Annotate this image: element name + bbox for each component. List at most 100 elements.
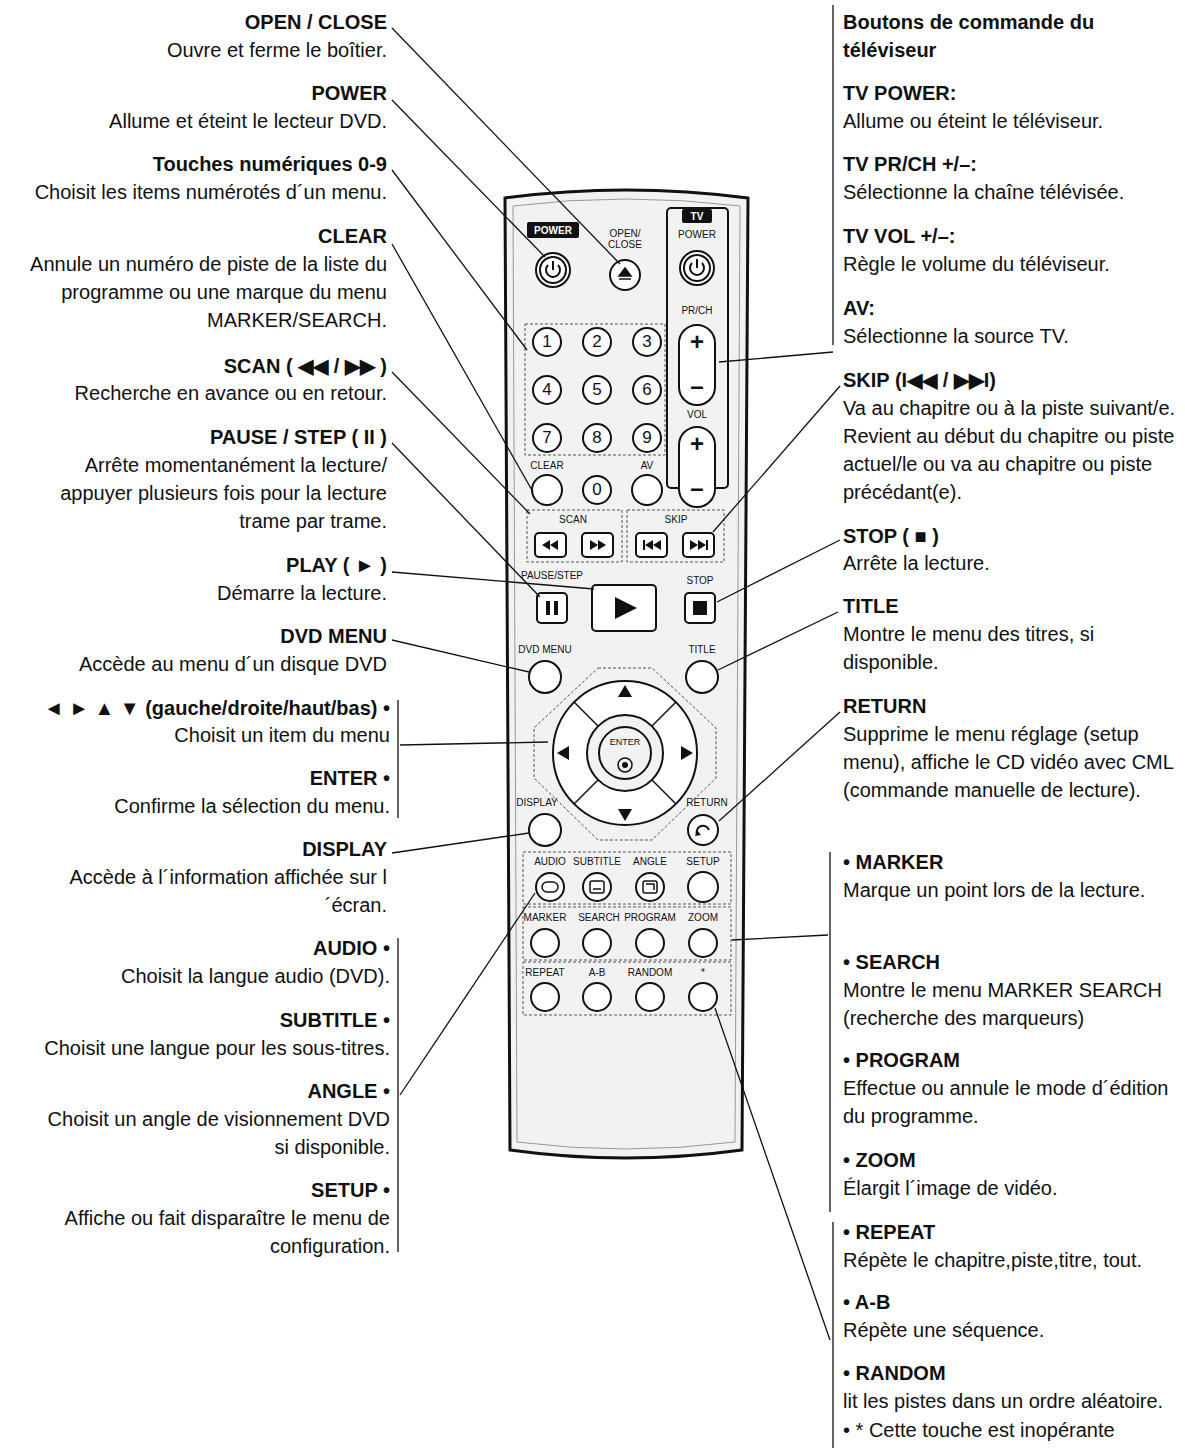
number-button: 0 xyxy=(582,475,612,505)
button-name: SUBTITLE • xyxy=(10,1006,390,1034)
button-label: PR/CH xyxy=(667,305,727,316)
button-description: Choisit un angle de visionnement DVD si … xyxy=(28,1105,390,1161)
button-description: Va au chapitre ou à la piste suivant/e. … xyxy=(843,394,1179,506)
return-arrow xyxy=(695,830,701,836)
button-text: + xyxy=(690,330,704,354)
button-name: POWER xyxy=(7,79,387,107)
button-description: Allume ou éteint le téléviseur. xyxy=(843,107,1183,135)
button-label: MARKER xyxy=(521,912,569,923)
button-description: Règle le volume du téléviseur. xyxy=(843,250,1183,278)
button-text: – xyxy=(690,476,703,500)
number-button: 3 xyxy=(632,327,662,357)
button-label: RETURN xyxy=(677,797,737,808)
button-description: Arrête momentanément la lecture/ appuyer… xyxy=(17,451,387,535)
button-description: Choisit la langue audio (DVD). xyxy=(10,962,390,990)
button-label: SKIP xyxy=(646,514,706,525)
button-name: ◄ ► ▲ ▼ (gauche/droite/haut/bas) • xyxy=(6,694,390,722)
button-description: Accède au menu d´un disque DVD xyxy=(7,650,387,678)
number-button: 9 xyxy=(632,423,662,453)
button-name: AUDIO • xyxy=(10,934,390,962)
function-buttons xyxy=(531,872,718,1011)
button-text: 0 xyxy=(592,480,601,500)
button-name: • ZOOM xyxy=(843,1146,1179,1174)
button-name: CLEAR xyxy=(7,222,387,250)
button-name: SCAN ( ◀◀ / ▶▶ ) xyxy=(7,352,387,380)
button-text: POWER xyxy=(534,225,572,236)
number-button: 6 xyxy=(632,375,662,405)
button-text: 7 xyxy=(542,428,551,448)
button-text: 2 xyxy=(592,332,601,352)
small-buttons xyxy=(532,475,662,505)
button-text: TV xyxy=(691,211,704,222)
button-description: lit les pistes dans un ordre aléatoire. xyxy=(843,1387,1183,1415)
button-name: SETUP • xyxy=(10,1176,390,1204)
button-label: PAUSE/STEP xyxy=(517,570,587,581)
button-text: 5 xyxy=(592,380,601,400)
number-button: 5 xyxy=(582,375,612,405)
button-label: ZOOM xyxy=(683,912,723,923)
button-description: Accède à l´information affichée sur l´éc… xyxy=(17,863,387,919)
button-label: DVD MENU xyxy=(510,644,580,655)
leader-lines xyxy=(392,5,840,1448)
button-label: REPEAT xyxy=(521,967,569,978)
function-icons xyxy=(542,881,657,893)
button-label: SCAN xyxy=(543,514,603,525)
button-description: Démarre la lecture. xyxy=(7,579,387,607)
button-label: SUBTITLE xyxy=(572,856,622,867)
rocker-button: +– xyxy=(678,426,716,508)
button-text: 1 xyxy=(542,332,551,352)
button-groups xyxy=(523,324,731,1015)
button-text: 3 xyxy=(642,332,651,352)
number-button: 4 xyxy=(532,375,562,405)
button-description: Allume et éteint le lecteur DVD. xyxy=(7,107,387,135)
button-description: Supprime le menu réglage (setup menu), a… xyxy=(843,720,1179,804)
button-label: SEARCH xyxy=(575,912,623,923)
button-label: AV xyxy=(627,460,667,471)
button-description: Montre le menu des titres, si disponible… xyxy=(843,620,1179,676)
button-description: Élargit l´image de vidéo. xyxy=(843,1174,1183,1202)
button-description: Arrête la lecture. xyxy=(843,549,1183,577)
button-label: ANGLE xyxy=(628,856,672,867)
button-label: AUDIO xyxy=(528,856,572,867)
number-button: 1 xyxy=(532,327,562,357)
button-description: Sélectionne la chaîne télévisée. xyxy=(843,178,1183,206)
button-description: Marque un point lors de la lecture. xyxy=(843,876,1179,904)
button-label: A-B xyxy=(577,967,617,978)
button-name: TV PR/CH +/–: xyxy=(843,150,1179,178)
button-name: AV: xyxy=(843,294,1179,322)
button-description: Choisit une langue pour les sous-titres. xyxy=(6,1034,390,1062)
button-name: TV POWER: xyxy=(843,79,1179,107)
label-badge: POWER xyxy=(527,222,579,238)
button-name: TITLE xyxy=(843,592,1179,620)
button-description: Annule un numéro de piste de la liste du… xyxy=(17,250,387,334)
button-text: – xyxy=(690,374,703,398)
button-label: SETUP xyxy=(681,856,725,867)
button-name: • PROGRAM xyxy=(843,1046,1179,1074)
button-label: * xyxy=(688,967,718,978)
button-label: TITLE xyxy=(677,644,727,655)
button-description: • * Cette touche est inopérante xyxy=(843,1416,1183,1444)
remote-body xyxy=(505,190,748,1158)
button-label: DISPLAY xyxy=(507,797,567,808)
button-text: ENTER xyxy=(610,737,641,747)
button-name: RETURN xyxy=(843,692,1179,720)
button-description: Répète une séquence. xyxy=(843,1316,1183,1344)
button-label: VOL xyxy=(667,409,727,420)
eject-icon xyxy=(619,268,631,279)
button-label: STOP xyxy=(675,575,725,586)
button-name: DISPLAY xyxy=(7,835,387,863)
number-button: 8 xyxy=(582,423,612,453)
button-text: 8 xyxy=(592,428,601,448)
tv-panel xyxy=(667,208,728,488)
button-name: • RANDOM xyxy=(843,1359,1179,1387)
button-name: • A-B xyxy=(843,1288,1179,1316)
menu-buttons xyxy=(529,661,718,846)
button-name: ENTER • xyxy=(10,764,390,792)
button-name: ANGLE • xyxy=(10,1077,390,1105)
number-button: 2 xyxy=(582,327,612,357)
button-name: PAUSE / STEP ( II ) xyxy=(7,423,387,451)
button-text: 6 xyxy=(642,380,651,400)
button-name: • SEARCH xyxy=(843,948,1179,976)
power-buttons xyxy=(536,251,714,290)
